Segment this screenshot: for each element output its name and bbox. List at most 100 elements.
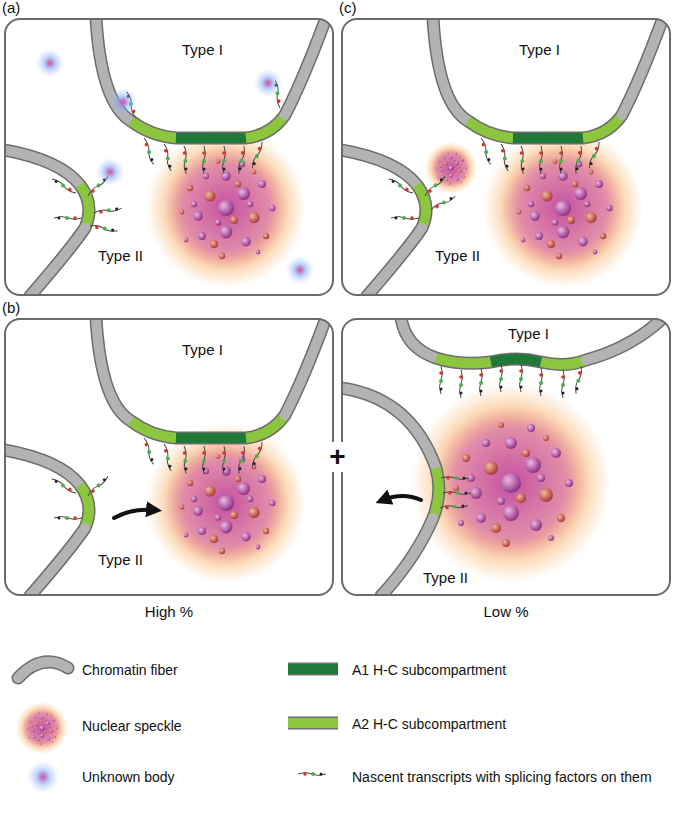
type-label: Type I xyxy=(182,342,223,358)
type-one-fiber xyxy=(246,115,285,138)
type-one-fiber xyxy=(96,19,326,138)
type-label: Type II xyxy=(423,570,468,586)
nascent-transcripts xyxy=(574,146,583,174)
type-one-fiber xyxy=(285,19,326,115)
legend-swatch xyxy=(16,702,68,754)
nascent-transcripts xyxy=(588,141,601,169)
panel-a-illustration xyxy=(5,19,326,295)
type-one-fiber xyxy=(401,319,436,358)
type-one-fiber xyxy=(622,19,663,115)
type-label: Type II xyxy=(98,248,143,264)
type-two-fiber xyxy=(30,228,85,295)
nascent-transcripts xyxy=(94,206,122,215)
type-two-fiber xyxy=(417,185,426,228)
type-one-fiber xyxy=(246,415,285,438)
type-one-fiber xyxy=(176,133,246,143)
nascent-transcripts xyxy=(202,446,206,474)
swatch-outline xyxy=(18,662,68,678)
type-one-fiber xyxy=(401,319,663,365)
nascent-transcripts xyxy=(519,146,525,174)
nascent-transcripts xyxy=(142,437,155,465)
unknown-body xyxy=(109,88,138,117)
nascent-transcripts xyxy=(430,194,456,211)
nascent-transcripts xyxy=(439,364,583,510)
nascent-transcripts xyxy=(459,370,463,398)
nascent-transcripts xyxy=(162,443,173,471)
unknown-body xyxy=(36,49,315,285)
panel-letter: (b) xyxy=(2,300,20,316)
unknown-body xyxy=(96,158,125,187)
nascent-transcripts xyxy=(443,491,471,495)
type-two-fiber xyxy=(5,150,80,185)
type-two-fiber xyxy=(5,150,89,295)
type-two-fiber xyxy=(342,150,417,185)
swatch-outline xyxy=(288,663,338,676)
panel-letter: (c) xyxy=(339,0,357,16)
legend-symbol xyxy=(16,702,68,754)
type-two-fiber xyxy=(80,185,89,228)
figure-panel: (a)Type IType II xyxy=(4,18,334,296)
legend-swatch xyxy=(294,762,334,786)
type-label: Type II xyxy=(435,248,480,264)
nascent-transcripts xyxy=(499,364,503,392)
nascent-transcripts xyxy=(54,216,82,220)
type-two-fiber xyxy=(80,485,89,528)
nascent-transcripts xyxy=(441,476,469,480)
type-one-fiber xyxy=(433,19,663,138)
legend-swatch xyxy=(282,658,344,680)
swatch-outline xyxy=(288,717,338,730)
type-one-fiber xyxy=(401,319,663,365)
panel-c-illustration xyxy=(342,19,663,295)
type-one-fiber xyxy=(433,19,468,121)
unknown-body xyxy=(254,69,283,98)
nascent-transcripts xyxy=(237,446,246,474)
type-one-fiber xyxy=(491,359,541,362)
nascent-transcripts xyxy=(87,475,110,498)
nascent-transcripts xyxy=(202,146,206,174)
nascent-transcripts xyxy=(479,137,492,165)
nascent-transcripts xyxy=(388,137,601,220)
condition-label: High % xyxy=(145,604,193,620)
legend-swatch xyxy=(282,712,344,734)
nascent-transcripts xyxy=(51,177,77,194)
nascent-transcripts xyxy=(251,441,264,469)
type-two-fiber xyxy=(342,388,439,595)
type-one-fiber xyxy=(131,121,176,138)
nascent-transcripts xyxy=(51,80,282,233)
type-one-fiber xyxy=(513,133,583,143)
legend-text: A2 H-C subcompartment xyxy=(352,716,670,732)
nascent-transcripts xyxy=(539,368,543,396)
nascent-transcripts xyxy=(162,143,173,171)
nascent-transcripts xyxy=(499,143,510,171)
nascent-transcripts xyxy=(222,146,226,174)
type-two-fiber xyxy=(5,450,80,485)
nascent-transcripts xyxy=(142,137,155,165)
type-one-fiber xyxy=(468,121,513,138)
unknown-body xyxy=(36,49,65,78)
type-label: Type II xyxy=(98,552,143,568)
nascent-transcripts xyxy=(90,224,118,233)
panel-b-high-illustration xyxy=(5,319,326,595)
nascent-transcripts xyxy=(251,141,264,169)
type-two-fiber xyxy=(5,150,89,295)
panel-b-low-illustration xyxy=(342,319,663,595)
legend-swatch xyxy=(26,760,60,794)
motion-arrow xyxy=(114,510,154,518)
type-one-fiber xyxy=(583,115,622,138)
type-one-fiber xyxy=(96,19,326,138)
nascent-transcripts xyxy=(559,146,563,174)
condition-label: Low % xyxy=(483,604,528,620)
legend-swatch xyxy=(288,664,338,674)
type-one-fiber xyxy=(131,421,176,438)
nascent-transcripts xyxy=(574,366,583,394)
plus-sign: + xyxy=(327,442,347,472)
nuclear-speckle xyxy=(411,383,611,583)
type-one-fiber xyxy=(285,319,326,415)
nuclear-speckle xyxy=(146,423,306,583)
motion-arrow xyxy=(383,496,421,500)
type-one-fiber xyxy=(176,433,246,443)
type-one-fiber xyxy=(436,358,491,363)
legend-text: Nascent transcripts with splicing factor… xyxy=(352,769,670,785)
type-two-fiber xyxy=(342,150,426,295)
